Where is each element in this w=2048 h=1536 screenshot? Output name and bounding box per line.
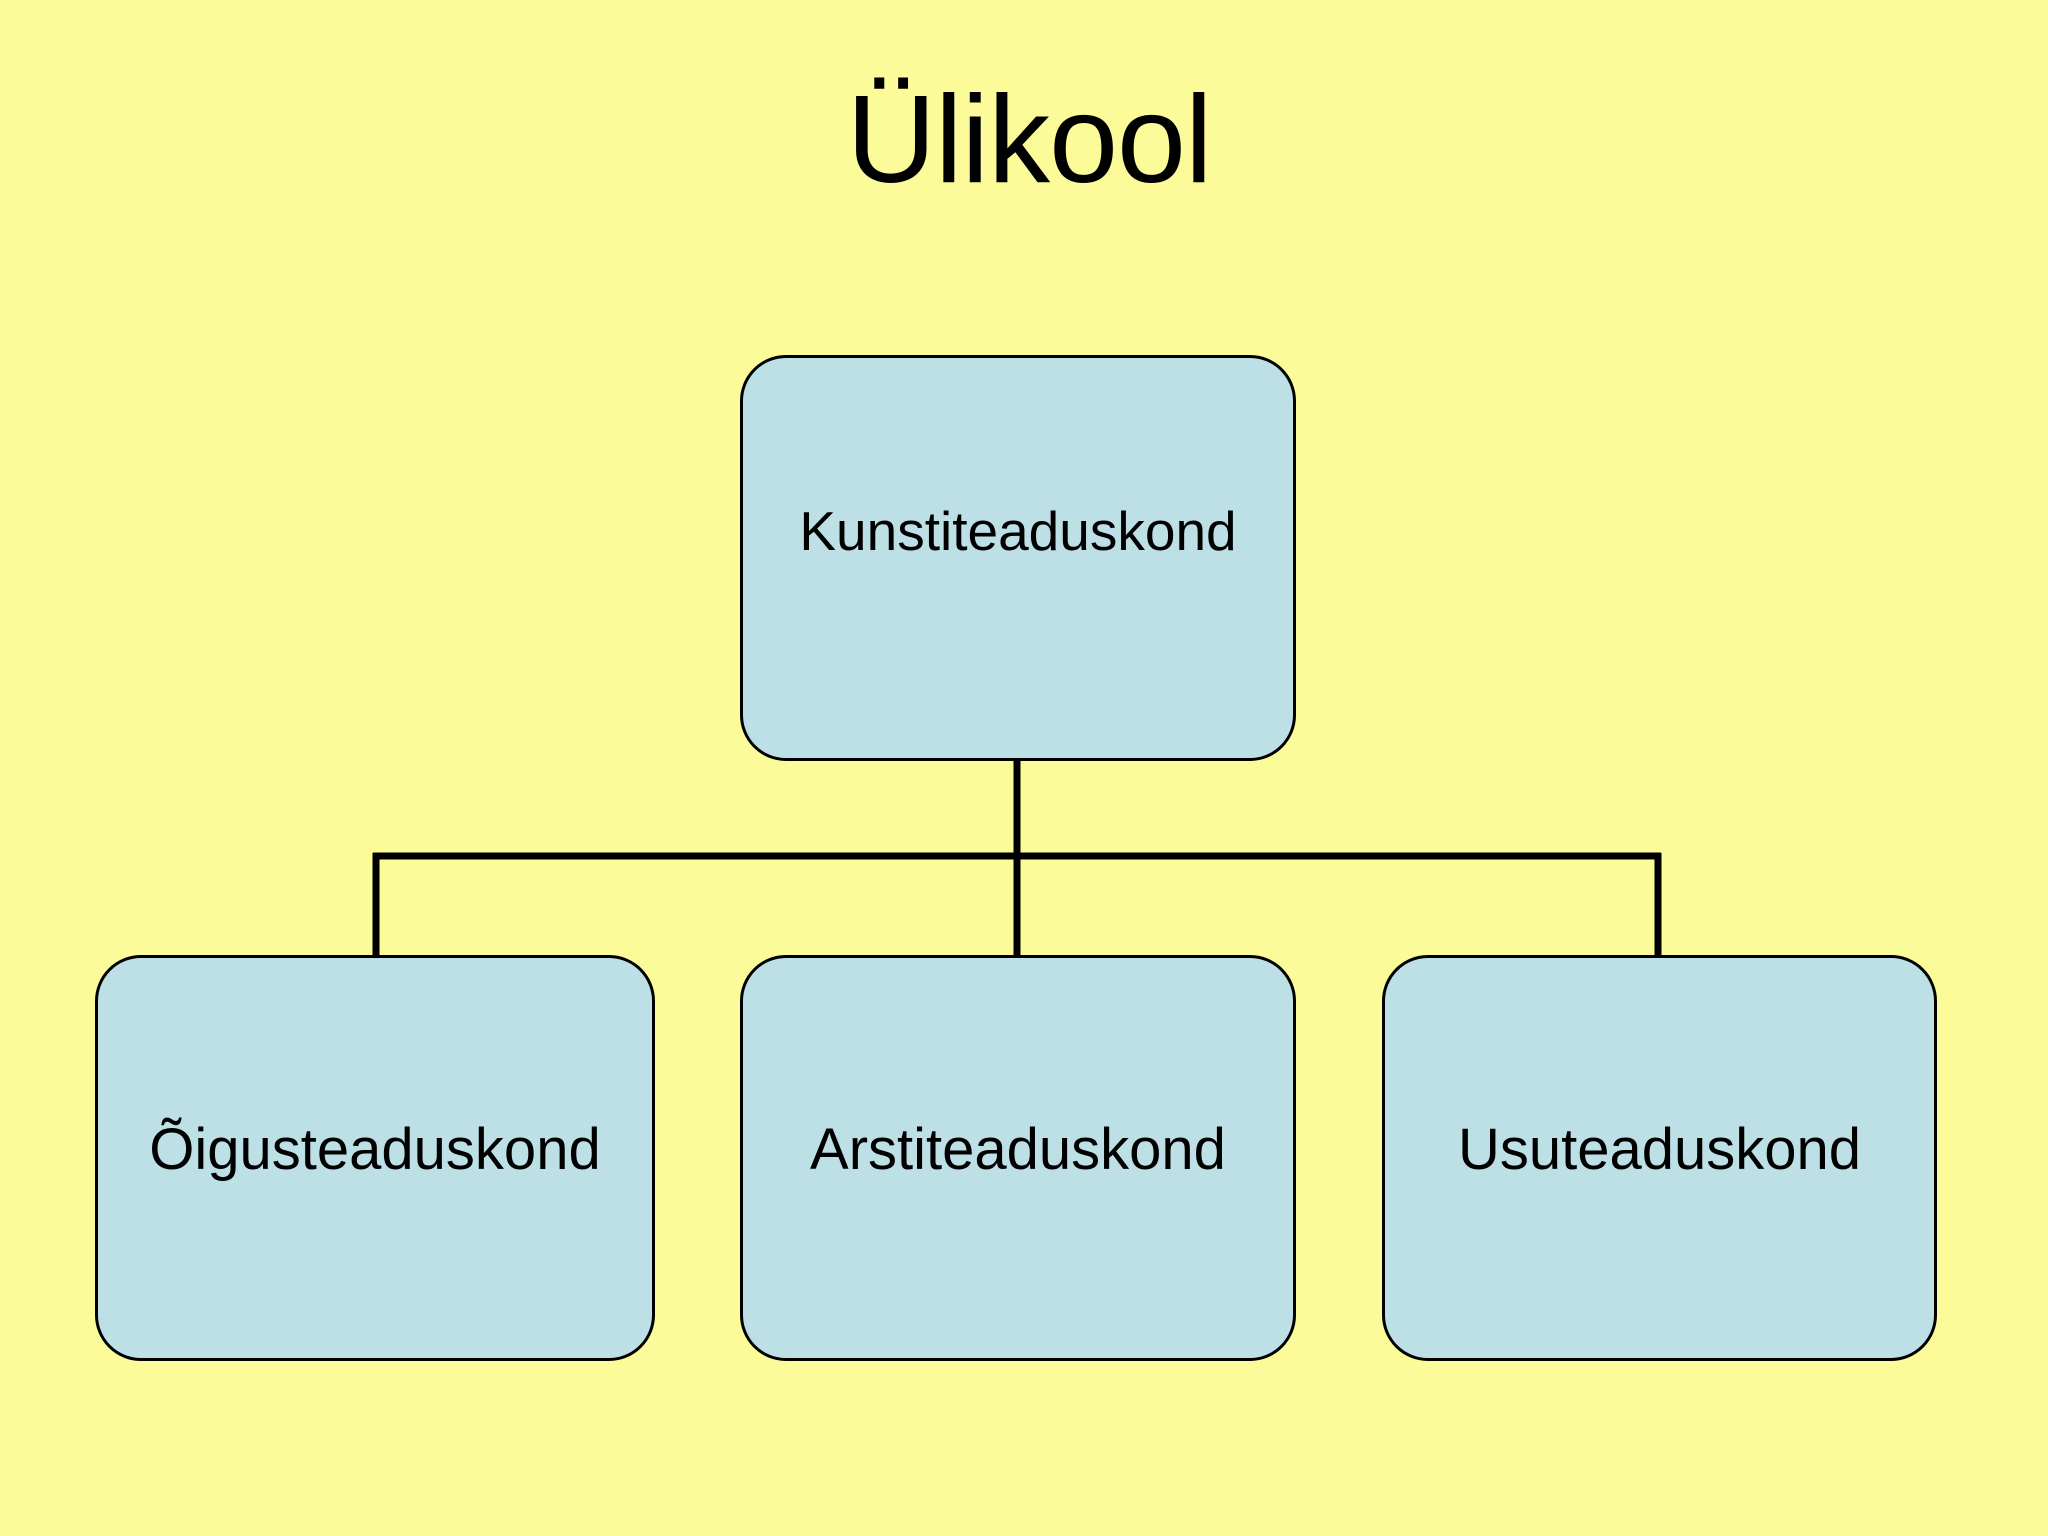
org-node-root[interactable]: Kunstiteaduskond (740, 355, 1296, 761)
org-node-child-usuteaduskond[interactable]: Usuteaduskond (1382, 955, 1937, 1361)
org-node-child-0-label: Õigusteaduskond (149, 1117, 601, 1182)
org-node-root-label: Kunstiteaduskond (799, 500, 1237, 562)
page-title: Ülikool (846, 71, 1212, 209)
org-node-child-oigusteaduskond[interactable]: Õigusteaduskond (95, 955, 655, 1361)
org-node-child-1-label: Arstiteaduskond (810, 1117, 1226, 1182)
org-node-child-2-label: Usuteaduskond (1457, 1117, 1862, 1182)
org-node-child-arstiteaduskond[interactable]: Arstiteaduskond (740, 955, 1296, 1361)
